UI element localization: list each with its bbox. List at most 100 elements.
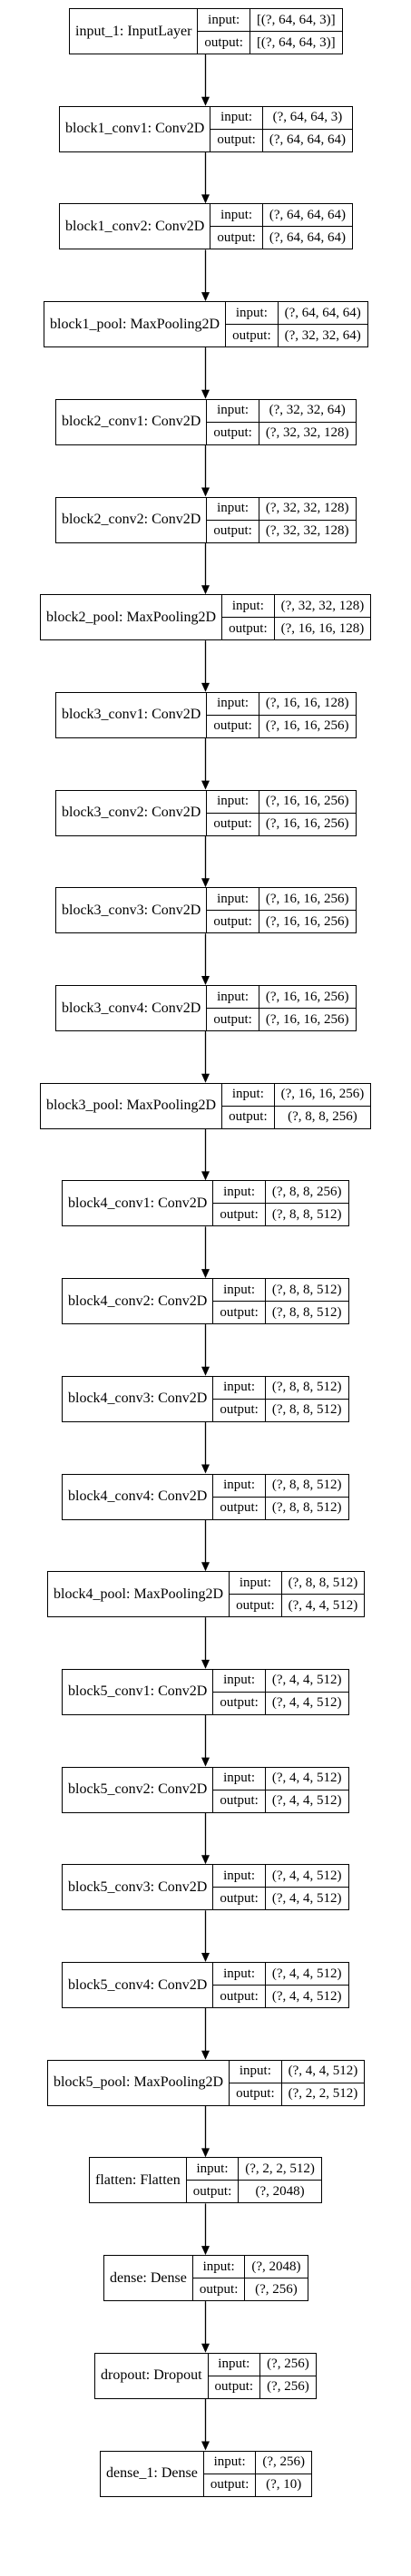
layer-io: input:output:(?, 32, 32, 128)(?, 16, 16,…: [222, 595, 371, 640]
input-shape: (?, 4, 4, 512): [265, 1865, 348, 1888]
io-labels: input:output:: [198, 9, 250, 54]
layer-name: block2_pool: MaxPooling2D: [41, 595, 223, 640]
input-shape: (?, 2, 2, 512): [239, 2158, 321, 2181]
io-labels: input: output:: [230, 1572, 282, 1617]
input-shape: (?, 8, 8, 512): [265, 1377, 348, 1400]
layer-io: input:output:(?, 4, 4, 512)(?, 4, 4, 512…: [213, 1669, 348, 1714]
output-shape: (?, 16, 16, 128): [280, 620, 365, 636]
input-label: input:: [213, 1865, 265, 1888]
output-shape: (?, 4, 4, 512): [271, 1793, 342, 1809]
input-shape: (?, 4, 4, 512): [265, 1768, 348, 1791]
output-label: output:: [220, 1988, 259, 2004]
io-labels: input: output:: [210, 106, 263, 151]
io-values: [(?, 64, 64, 3)][(?, 64, 64, 3)]: [250, 9, 342, 54]
output-label: output:: [213, 718, 252, 734]
layer-io: input:output:(?, 64, 64, 64)(?, 32, 32, …: [226, 302, 367, 347]
layer-io: input: output: (?, 4, 4, 512) (?, 4, 4, 512…: [213, 1767, 348, 1812]
output-shape: (?, 16, 16, 256): [265, 1011, 349, 1027]
layer-name: block5_conv2: Conv2D: [63, 1767, 214, 1812]
output-label: output:: [217, 132, 256, 148]
input-label: input:: [213, 1768, 265, 1791]
arrowhead-icon: [201, 2441, 210, 2451]
layer-io: input:output:(?, 2048)(?, 256): [192, 2256, 308, 2301]
layer-io: input:output:(?, 8, 8, 512)(?, 8, 8, 512…: [213, 1279, 348, 1324]
arrowhead-icon: [201, 1464, 210, 1474]
io-values: (?, 16, 16, 256)(?, 8, 8, 256): [274, 1084, 371, 1128]
layer-io: input:output:(?, 4, 4, 512)(?, 4, 4, 512…: [213, 1865, 348, 1910]
output-label: output:: [199, 2281, 239, 2297]
arrowhead-icon: [201, 878, 210, 888]
output-shape: (?, 32, 32, 128): [265, 425, 349, 441]
io-values: (?, 32, 32, 128)(?, 16, 16, 128): [274, 595, 371, 639]
input-label: input:: [230, 1572, 281, 1595]
input-shape: (?, 32, 32, 128): [274, 595, 371, 619]
layer-name: block4_conv2: Conv2D: [63, 1279, 214, 1324]
io-values: (?, 64, 64, 3)(?, 64, 64, 64): [262, 107, 352, 151]
io-values: (?, 256)(?, 10): [256, 2452, 312, 2496]
io-labels: input: output:: [213, 1865, 266, 1910]
layer-name: block3_conv3: Conv2D: [56, 888, 208, 933]
input-label: input:: [213, 1670, 265, 1693]
output-label: output:: [213, 816, 252, 832]
output-label: output:: [220, 1793, 259, 1809]
io-labels: input:output:: [207, 497, 259, 542]
io-values: (?, 64, 64, 64)(?, 64, 64, 64): [262, 204, 352, 249]
input-label: input:: [203, 2452, 256, 2474]
io-values: (?, 4, 4, 512)(?, 2, 2, 512): [281, 2061, 365, 2105]
input-shape: (?, 64, 64, 64): [262, 204, 352, 228]
layer-name: block4_pool: MaxPooling2D: [48, 1572, 230, 1617]
input-label: input:: [222, 1084, 274, 1107]
input-shape: (?, 16, 16, 256): [259, 791, 356, 814]
output-label: output:: [213, 1011, 252, 1027]
output-label: output:: [220, 1890, 259, 1906]
layer-name: block5_conv3: Conv2D: [63, 1865, 214, 1910]
io-values: (?, 16, 16, 128)(?, 16, 16, 256): [259, 693, 356, 737]
io-labels: input:output:: [186, 2158, 240, 2203]
input-label: input:: [213, 1377, 265, 1400]
layer-name: block1_conv1: Conv2D: [60, 106, 211, 151]
input-shape: (?, 32, 32, 64): [259, 400, 356, 423]
output-shape: (?, 16, 16, 256): [265, 816, 349, 832]
input-label: input:: [213, 1963, 265, 1986]
input-shape: (?, 64, 64, 64): [278, 302, 367, 326]
output-label: output:: [236, 1597, 275, 1613]
layer-io: input:output:(?, 2, 2, 512)(?, 2048): [186, 2158, 321, 2203]
output-label: output:: [236, 2086, 275, 2102]
io-values: (?, 8, 8, 512) (?, 8, 8, 512): [265, 1377, 348, 1421]
layer-name: block3_conv4: Conv2D: [56, 986, 208, 1030]
io-values: (?, 4, 4, 512)(?, 4, 4, 512): [265, 1670, 348, 1714]
output-label: output:: [229, 1109, 268, 1125]
layer-name: block2_conv1: Conv2D: [56, 399, 208, 444]
arrowhead-icon: [201, 1562, 210, 1572]
input-label: input:: [226, 302, 278, 326]
output-shape: (?, 64, 64, 64): [269, 229, 346, 245]
output-shape: (?, 8, 8, 512): [271, 1304, 342, 1320]
layer-name: block1_pool: MaxPooling2D: [44, 302, 227, 347]
output-label: output:: [220, 1402, 259, 1418]
input-label: input:: [210, 107, 262, 130]
input-shape: (?, 8, 8, 512): [265, 1475, 348, 1498]
input-label: input:: [230, 2061, 281, 2083]
output-label: output:: [213, 913, 252, 929]
io-labels: input:output:: [213, 1181, 266, 1226]
input-label: input:: [207, 791, 259, 814]
layer-io: input:output:(?, 8, 8, 512)(?, 4, 4, 512…: [230, 1572, 365, 1617]
input-shape: (?, 8, 8, 512): [265, 1279, 348, 1303]
output-shape: (?, 10): [266, 2477, 302, 2492]
output-shape: (?, 8, 8, 512): [271, 1402, 342, 1418]
arrowhead-icon: [201, 2246, 210, 2256]
layer-io: input: output: (?, 64, 64, 3)(?, 64, 64, 6…: [210, 106, 352, 151]
input-label: input:: [207, 498, 259, 521]
input-shape: (?, 4, 4, 512): [281, 2061, 365, 2083]
